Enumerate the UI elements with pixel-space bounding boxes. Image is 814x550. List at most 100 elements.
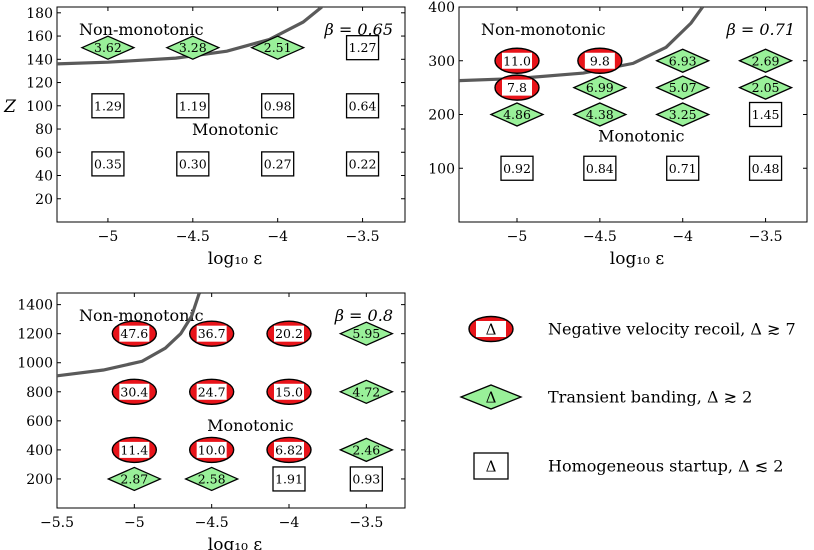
x-tick-label: −4 — [267, 229, 288, 245]
y-tick-label: 80 — [35, 122, 53, 138]
homogeneous-marker: 0.84 — [583, 155, 617, 181]
marker-value: 2.58 — [198, 471, 226, 486]
homogeneous-marker: 0.22 — [345, 151, 380, 177]
homogeneous-marker: 0.92 — [500, 155, 534, 181]
region-label-nonmonotonic: Non-monotonic — [79, 306, 204, 325]
homogeneous-marker: 0.35 — [91, 151, 125, 177]
marker-value: 0.84 — [586, 161, 614, 176]
y-tick-label: 1400 — [17, 298, 53, 314]
recoil-ellipse-stripe — [502, 52, 532, 69]
banding-diamond — [572, 75, 628, 100]
x-tick-label: −5 — [124, 515, 145, 531]
marker-value: 11.0 — [503, 53, 531, 68]
homogeneous-square — [345, 93, 380, 119]
banding-diamond — [655, 102, 711, 127]
recoil-ellipse-stripe — [196, 383, 227, 400]
banding-marker: 3.28 — [165, 35, 221, 60]
marker-value: 24.7 — [198, 384, 226, 399]
banding-diamond — [655, 75, 711, 100]
beta-label: β = 0.65 — [324, 20, 393, 39]
homogeneous-square — [349, 466, 383, 492]
region-label-monotonic: Monotonic — [192, 120, 278, 139]
marker-value: 6.82 — [275, 442, 303, 457]
marker-value: 1.19 — [179, 98, 207, 113]
homogeneous-marker: 0.30 — [176, 151, 210, 177]
legend-label: Transient banding, Δ ≳ 2 — [548, 388, 752, 407]
homogeneous-marker: 0.64 — [345, 93, 380, 119]
banding-marker: 5.95 — [338, 321, 394, 346]
marker-value: 20.2 — [275, 326, 303, 341]
banding-diamond — [184, 466, 240, 492]
homogeneous-square — [748, 155, 783, 181]
marker-value: 5.07 — [669, 80, 697, 95]
homogeneous-square — [666, 155, 700, 181]
marker-value: 4.86 — [503, 107, 531, 122]
x-tick-label: −4.5 — [583, 229, 617, 245]
banding-diamond — [165, 35, 221, 60]
marker-value: 6.99 — [586, 80, 614, 95]
recoil-marker: 47.6 — [111, 320, 158, 347]
recoil-marker: 11.4 — [111, 436, 158, 464]
x-tick-label: −3.5 — [749, 229, 783, 245]
legend-recoil-stripe — [476, 321, 506, 337]
banding-marker: 6.93 — [655, 48, 711, 73]
homogeneous-marker: 1.27 — [345, 35, 380, 61]
homogeneous-square — [176, 151, 210, 177]
recoil-ellipse-stripe — [502, 79, 532, 96]
marker-value: 2.51 — [264, 40, 292, 55]
banding-diamond — [572, 102, 628, 127]
y-tick-label: 100 — [26, 99, 53, 115]
x-axis-label: log₁₀ ε — [208, 535, 263, 550]
region-label-monotonic: Monotonic — [207, 416, 293, 435]
marker-value: 9.8 — [590, 53, 610, 68]
y-tick-label: 20 — [35, 192, 53, 208]
y-tick-label: 160 — [26, 29, 53, 45]
marker-value: 0.48 — [752, 161, 780, 176]
plot-frame — [56, 6, 406, 223]
homogeneous-square — [345, 151, 380, 177]
marker-value: 47.6 — [120, 326, 148, 341]
y-tick-label: 600 — [26, 414, 53, 430]
banding-diamond — [655, 48, 711, 73]
legend-symbol-text: Δ — [486, 458, 497, 476]
marker-value: 2.05 — [752, 80, 780, 95]
homogeneous-marker: 0.93 — [349, 466, 383, 492]
recoil-ellipse-stripe — [274, 325, 304, 342]
recoil-marker: 7.8 — [494, 74, 540, 101]
homogeneous-square — [345, 35, 380, 61]
y-tick-label: 60 — [35, 145, 53, 161]
recoil-marker: 10.0 — [188, 436, 235, 464]
homogeneous-marker: 0.98 — [261, 93, 295, 119]
banding-diamond — [338, 321, 394, 346]
marker-value: 4.72 — [352, 384, 380, 399]
homogeneous-marker: 1.45 — [748, 101, 783, 128]
panel-1: −5−4.5−4−3.520406080100120140160180log₁₀… — [3, 6, 406, 269]
banding-diamond — [106, 466, 162, 492]
homogeneous-square — [261, 93, 295, 119]
region-label-monotonic: Monotonic — [598, 126, 684, 145]
x-axis-label: log₁₀ ε — [610, 249, 665, 269]
marker-value: 1.27 — [349, 40, 377, 55]
homogeneous-square — [91, 93, 125, 119]
banding-diamond — [489, 102, 545, 127]
marker-value: 0.30 — [179, 156, 207, 171]
homogeneous-square — [272, 466, 306, 492]
homogeneous-marker: 0.48 — [748, 155, 783, 181]
y-tick-label: 1000 — [17, 356, 53, 372]
banding-marker: 2.87 — [106, 466, 162, 492]
region-label-nonmonotonic: Non-monotonic — [79, 20, 204, 39]
x-tick-label: −4.5 — [195, 515, 229, 531]
boundary-curve — [57, 7, 323, 66]
marker-value: 1.29 — [94, 98, 122, 113]
legend-symbol-text: Δ — [486, 389, 497, 407]
y-axis-label: Z — [3, 97, 17, 117]
x-tick-label: −5 — [507, 229, 528, 245]
marker-value: 0.35 — [94, 156, 122, 171]
recoil-ellipse-stripe — [274, 441, 304, 458]
homogeneous-marker: 0.71 — [666, 155, 700, 181]
marker-value: 1.45 — [752, 107, 780, 122]
banding-diamond — [737, 75, 794, 100]
